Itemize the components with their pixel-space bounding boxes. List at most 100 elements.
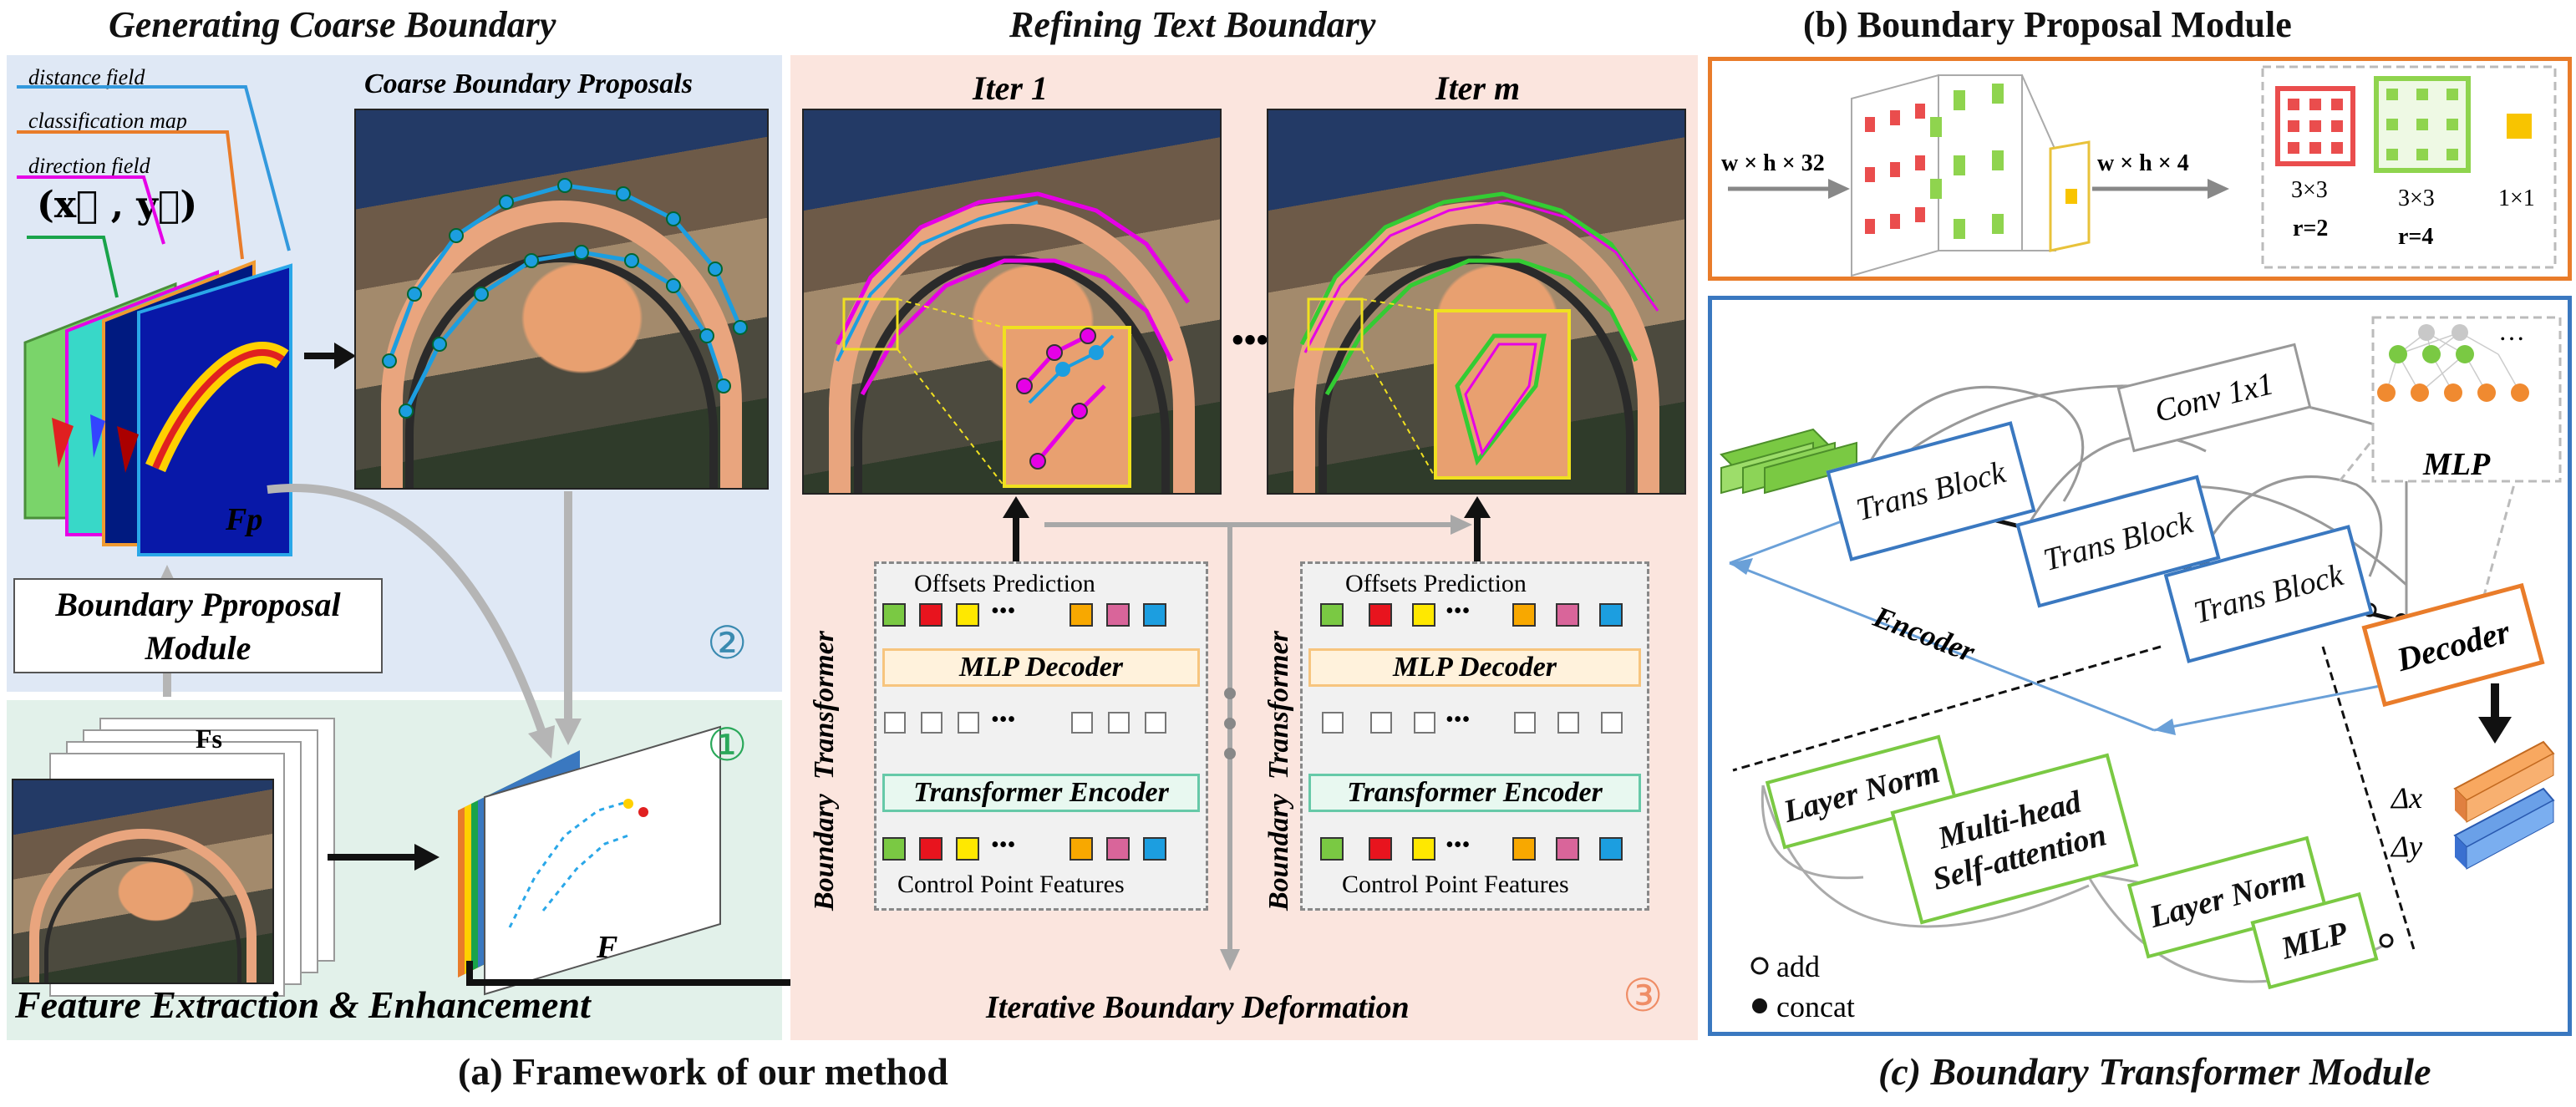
delta-y: Δy [2391,830,2423,863]
panel-b-title: (b) Boundary Proposal Module [1803,4,2292,45]
out-dim: w × h × 4 [2097,150,2189,176]
offset-point-blue [1599,603,1623,627]
coarse-proposals-title: Coarse Boundary Proposals [364,69,693,99]
input-point-red [919,837,943,861]
kernel-2-size: 3×3 [2398,185,2435,211]
direction-line [17,175,165,245]
delta-x: Δx [2391,781,2423,815]
caption-a: (a) Framework of our method [458,1049,948,1094]
offsets-prediction-1: Offsets Prediction [914,570,1095,597]
hidden-token [1322,712,1344,734]
offset-point-pink [1556,603,1579,627]
mlp-decoder-m: MLP Decoder [1308,648,1641,687]
mlp-inset-dots: … [2498,316,2525,346]
iter1-image [802,109,1222,495]
offset-point-orange [1512,603,1536,627]
input-point-green [882,837,906,861]
label-fs: Fs [196,724,222,754]
legend-concat: concat [1776,990,1855,1023]
map-blue [137,263,292,556]
input-point-green [1320,837,1344,861]
caption-c: (c) Boundary Transformer Module [1878,1049,2431,1094]
coarse-proposals-image [354,109,769,490]
hidden-token [921,712,943,734]
label-iter-m: Iter m [1435,69,1521,107]
offset-point-blue [1143,603,1166,627]
hidden-token [1071,712,1093,734]
input-point-blue [1143,837,1166,861]
offset-dots-m: ••• [1446,598,1471,624]
kernel-3-size: 1×1 [2498,185,2535,211]
label-xy-vector: (x⃗ , y⃗) [37,184,198,226]
classification-line [17,130,244,260]
hidden-dots-1: ••• [991,707,1016,733]
offset-point-orange [1070,603,1093,627]
input-dots-1: ••• [991,832,1016,858]
hidden-dots-m: ••• [1446,707,1471,733]
bpm-box: Boundary Pproposal Module [13,578,383,673]
offset-point-green [882,603,906,627]
title-refining-text-boundary: Refining Text Boundary [1009,4,1376,45]
input-point-red [1369,837,1392,861]
kernel-2-rate: r=4 [2398,224,2434,250]
badge-2: ② [707,618,748,668]
transformer-encoder-m: Transformer Encoder [1308,774,1641,812]
offset-point-green [1320,603,1344,627]
legend-add: add [1776,950,1820,983]
caption-c-text: (c) Boundary Transformer Module [1878,1050,2431,1093]
input-dots-m: ••• [1446,832,1471,858]
offset-point-yellow [1412,603,1435,627]
label-direction-field: direction field [28,154,150,178]
bpm-label-line1: Boundary Pproposal [55,586,341,623]
transformer-encoder-1: Transformer Encoder [882,774,1200,812]
iter-dots: ••• [1232,322,1269,360]
label-f: F [597,930,618,965]
input-point-pink [1106,837,1130,861]
iterative-boundary-label: Iterative Boundary Deformation [986,990,1410,1025]
hidden-token [958,712,979,734]
control-point-features-m: Control Point Features [1342,871,1569,898]
feature-extraction-title: Feature Extraction & Enhancement [15,983,591,1026]
hidden-token [1414,712,1435,734]
hidden-token [1370,712,1392,734]
iterm-image [1267,109,1686,495]
input-point-yellow [956,837,979,861]
bpm-label-line2: Module [145,629,252,667]
in-dim: w × h × 32 [1721,150,1825,176]
hidden-token [1108,712,1130,734]
hidden-token [1601,712,1623,734]
offset-point-red [919,603,943,627]
kernel-1-rate: r=2 [2293,216,2329,241]
mlp-decoder-1: MLP Decoder [882,648,1200,687]
input-point-yellow [1412,837,1435,861]
boundary-transformer-m [1300,561,1649,911]
input-point-orange [1070,837,1093,861]
hidden-token [884,712,906,734]
badge-1: ① [707,720,748,770]
caption-a-text: (a) Framework of our method [458,1050,948,1093]
offset-point-pink [1106,603,1130,627]
offset-point-yellow [956,603,979,627]
mlp-title: MLP [2423,447,2491,482]
label-iter-1: Iter 1 [973,69,1048,107]
offset-point-red [1369,603,1392,627]
hidden-token [1557,712,1579,734]
input-point-blue [1599,837,1623,861]
input-image [12,779,274,984]
label-fp: Fp [226,502,263,537]
control-point-features-1: Control Point Features [897,871,1125,898]
offsets-prediction-m: Offsets Prediction [1345,570,1527,597]
title-generating-coarse-boundary: Generating Coarse Boundary [109,4,556,45]
xy-line [27,236,119,298]
offset-dots-1: ••• [991,598,1016,624]
input-point-pink [1556,837,1579,861]
hidden-token [1145,712,1166,734]
label-classification-map: classification map [28,109,187,133]
input-point-orange [1512,837,1536,861]
badge-3: ③ [1623,971,1664,1021]
distance-line [17,85,291,251]
kernel-1-size: 3×3 [2291,177,2328,203]
